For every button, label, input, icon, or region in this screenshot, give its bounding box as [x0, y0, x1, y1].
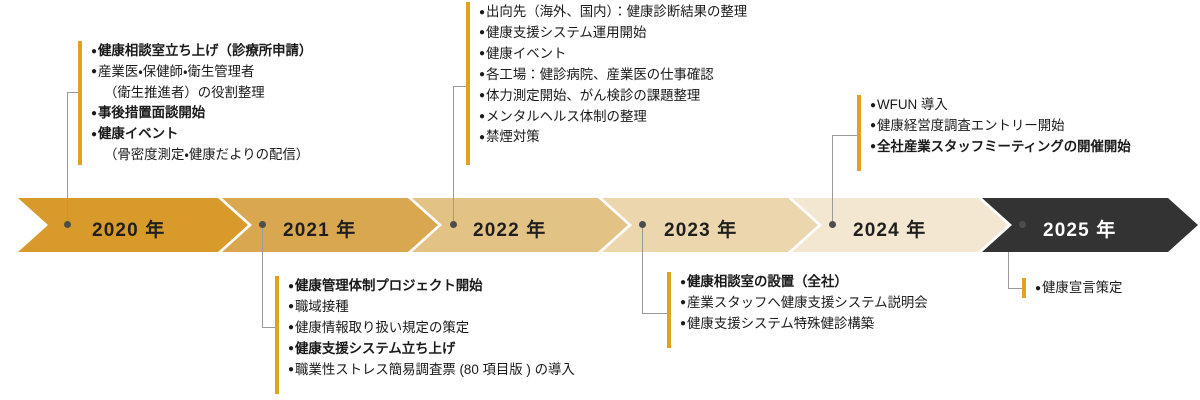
segment-label-2021: 2021 年: [283, 220, 357, 241]
note-item: ●健康支援システム立ち上げ: [288, 340, 456, 356]
timeline-node-dot-2021[interactable]: [259, 221, 266, 228]
bullet-icon: ●: [479, 6, 486, 18]
note-item: ●健康相談室の設置（全社）: [680, 274, 848, 289]
bullet-icon: ●: [870, 120, 877, 132]
note-item: ●体力測定開始、がん検診の課題整理: [479, 87, 701, 103]
bullet-icon: ●: [479, 111, 486, 123]
note-item: ●職業性ストレス簡易調査票 (80 項目版 ) の導入: [288, 361, 575, 377]
note-accent-bar-2021: [275, 276, 279, 394]
bullet-icon: ●: [288, 364, 295, 376]
timeline-node-dot-2025[interactable]: [1019, 221, 1026, 228]
note-item: ●健康経営度調査エントリー開始: [870, 117, 1065, 133]
bullet-icon: ●: [680, 276, 687, 288]
bullet-icon: ●: [91, 66, 98, 78]
timeline-bar: 2020 年 2021 年 2022 年 2023 年 2024 年 2025 …: [0, 198, 1200, 252]
note-accent-bar-2020: [78, 41, 82, 165]
note-item: ●健康相談室立ち上げ（診療所申請）: [91, 43, 313, 58]
bullet-icon: ●: [479, 69, 486, 81]
timeline-node-dot-2023[interactable]: [639, 221, 646, 228]
note-accent-bar-2025: [1022, 278, 1026, 298]
note-item: ●メンタルヘルス体制の整理: [479, 108, 647, 124]
timeline-node-dot-2020[interactable]: [64, 221, 71, 228]
note-item: ●健康支援システム特殊健診構築: [680, 315, 875, 331]
note-item: ●産業スタッフへ健康支援システム説明会: [680, 294, 928, 310]
note-item-subline: （骨密度測定・健康だよりの配信）: [104, 147, 310, 163]
note-item: ●出向先（海外、国内）：健康診断結果の整理: [479, 4, 748, 19]
segment-label-2025: 2025 年: [1043, 220, 1117, 241]
note-accent-bar-2024: [857, 95, 861, 171]
note-accent-bar-2022: [466, 2, 470, 165]
segment-shape-2025[interactable]: [982, 198, 1198, 252]
bullet-icon: ●: [680, 318, 687, 330]
note-item: ●健康宣言策定: [1035, 280, 1123, 295]
note-item: ●職域接種: [288, 298, 349, 314]
segment-shape-2024[interactable]: [792, 198, 1008, 252]
bullet-icon: ●: [288, 322, 295, 334]
bullet-icon: ●: [91, 128, 98, 140]
timeline-chevrons: [18, 198, 1198, 252]
bullet-icon: ●: [479, 131, 486, 143]
bullet-icon: ●: [680, 297, 687, 309]
note-list-2023: ●健康相談室の設置（全社） ●産業スタッフへ健康支援システム説明会 ●健康支援シ…: [680, 272, 928, 335]
bullet-icon: ●: [479, 27, 486, 39]
note-list-2021: ●健康管理体制プロジェクト開始 ●職域接種 ●健康情報取り扱い規定の策定 ●健康…: [288, 276, 575, 381]
note-item: ●健康情報取り扱い規定の策定: [288, 319, 470, 335]
segment-shape-2023[interactable]: [602, 198, 818, 252]
bullet-icon: ●: [91, 107, 98, 119]
note-item: ●禁煙対策: [479, 129, 540, 145]
note-item: ●健康支援システム運用開始: [479, 24, 647, 40]
segment-label-2020: 2020 年: [92, 220, 166, 241]
segment-shape-2020[interactable]: [18, 198, 248, 252]
note-accent-bar-2023: [667, 272, 671, 348]
timeline-node-dot-2022[interactable]: [450, 221, 457, 228]
segment-label-2023: 2023 年: [664, 220, 738, 241]
bullet-icon: ●: [1035, 282, 1042, 294]
segment-shape-2021[interactable]: [222, 198, 438, 252]
note-item: ●事後措置面談開始: [91, 105, 206, 121]
note-item: ●各工場：健診病院、産業医の仕事確認: [479, 66, 714, 82]
timeline-node-dot-2024[interactable]: [829, 221, 836, 228]
note-item: ●健康管理体制プロジェクト開始: [288, 278, 483, 293]
bullet-icon: ●: [870, 99, 877, 111]
bullet-icon: ●: [288, 343, 295, 355]
bullet-icon: ●: [870, 141, 877, 153]
bullet-icon: ●: [479, 90, 486, 102]
bullet-icon: ●: [479, 48, 486, 60]
segment-label-2022: 2022 年: [473, 220, 547, 241]
segment-shape-2022[interactable]: [412, 198, 628, 252]
bullet-icon: ●: [91, 45, 98, 57]
note-list-2024: ●WFUN 導入 ●健康経営度調査エントリー開始 ●全社産業スタッフミーティング…: [870, 95, 1131, 158]
note-item: ●健康イベント（骨密度測定・健康だよりの配信）: [91, 124, 312, 165]
note-item: ●健康イベント: [479, 45, 567, 61]
note-list-2025: ●健康宣言策定: [1035, 278, 1122, 299]
note-item: ●産業医・保健師・衛生管理者（衛生推進者）の役割整理: [91, 62, 312, 103]
note-list-2020: ●健康相談室立ち上げ（診療所申請） ●産業医・保健師・衛生管理者（衛生推進者）の…: [91, 41, 312, 165]
note-item: ●WFUN 導入: [870, 97, 948, 112]
note-list-2022: ●出向先（海外、国内）：健康診断結果の整理 ●健康支援システム運用開始 ●健康イ…: [479, 2, 747, 148]
note-item-subline: （衛生推進者）の役割整理: [104, 84, 265, 100]
segment-label-2024: 2024 年: [853, 220, 927, 241]
bullet-icon: ●: [288, 301, 295, 313]
note-item: ●全社産業スタッフミーティングの開催開始: [870, 138, 1131, 154]
bullet-icon: ●: [288, 280, 295, 292]
